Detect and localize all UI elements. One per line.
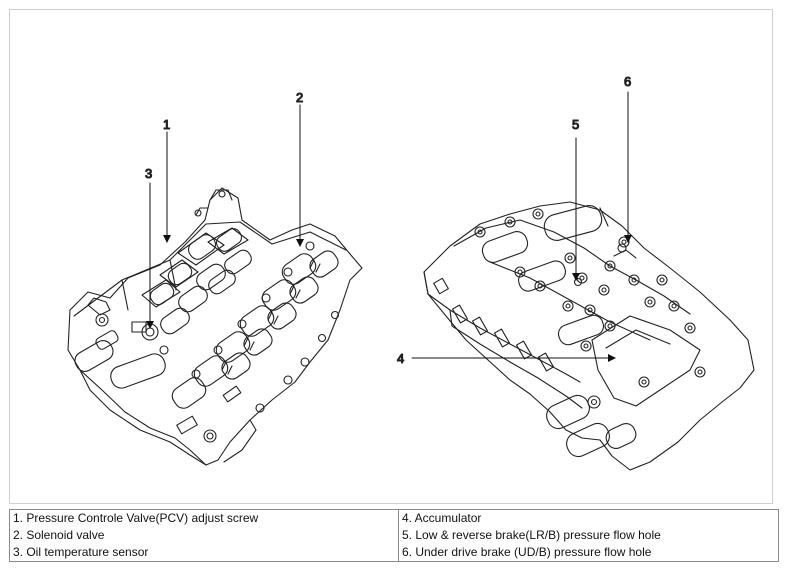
right-valve-body xyxy=(423,201,755,471)
legend-item-2: 2. Solenoid valve xyxy=(9,527,399,544)
callout-3: 3 xyxy=(145,166,152,181)
legend-row: 1. Pressure Controle Valve(PCV) adjust s… xyxy=(9,509,779,527)
callout-5: 5 xyxy=(572,117,579,132)
callout-2: 2 xyxy=(296,90,303,105)
legend-item-3: 3. Oil temperature sensor xyxy=(9,544,399,562)
legend-item-1: 1. Pressure Controle Valve(PCV) adjust s… xyxy=(9,509,399,527)
legend-item-4: 4. Accumulator xyxy=(402,511,482,525)
legend-item-6: 6. Under drive brake (UD/B) pressure flo… xyxy=(402,545,652,559)
callout-leaders xyxy=(146,91,632,362)
legend-row: 2. Solenoid valve 5. Low & reverse brake… xyxy=(9,527,779,544)
legend-row: 3. Oil temperature sensor 6. Under drive… xyxy=(9,544,779,562)
diagram-figure: 1 2 3 4 5 6 xyxy=(9,9,773,504)
left-valve-body xyxy=(67,187,363,466)
callout-1: 1 xyxy=(163,117,170,132)
valve-body-illustration: 1 2 3 4 5 6 xyxy=(67,73,755,471)
callout-4: 4 xyxy=(397,351,404,366)
legend-item-5: 5. Low & reverse brake(LR/B) pressure fl… xyxy=(402,528,661,542)
callout-6: 6 xyxy=(624,74,631,89)
legend-table: 1. Pressure Controle Valve(PCV) adjust s… xyxy=(9,509,779,562)
